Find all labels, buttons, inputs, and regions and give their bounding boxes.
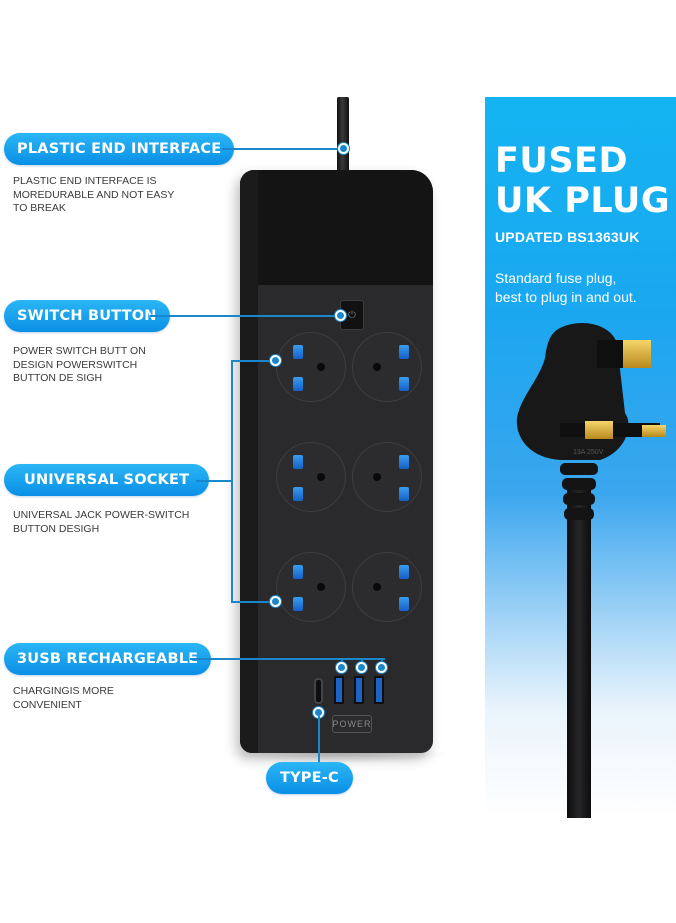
callout-bracket-top bbox=[231, 360, 275, 362]
power-icon: ⏻ bbox=[348, 309, 356, 321]
svg-text:13A 250V: 13A 250V bbox=[573, 449, 604, 456]
universal-socket-1 bbox=[276, 332, 346, 402]
callout-note-universal-socket: UNIVERSAL JACK POWER-SWITCH BUTTON DESIG… bbox=[13, 509, 190, 535]
callout-dot bbox=[270, 596, 281, 607]
strip-side bbox=[240, 170, 258, 753]
usb-a-port-2 bbox=[354, 676, 364, 704]
callout-switch-button: SWITCH BUTTON bbox=[4, 300, 170, 332]
callout-bracket-bottom bbox=[231, 601, 275, 603]
panel-description: Standard fuse plug, best to plug in and … bbox=[495, 269, 637, 307]
plastic-end-cap bbox=[240, 170, 433, 285]
callout-dot bbox=[336, 662, 347, 673]
callout-note-switch: POWER SWITCH BUTT ON DESIGN POWERSWITCH … bbox=[13, 345, 146, 384]
usb-a-port-3 bbox=[374, 676, 384, 704]
callout-3usb-rechargeable: 3USB RECHARGEABLE bbox=[4, 643, 212, 675]
universal-socket-3 bbox=[276, 442, 346, 512]
callout-dot bbox=[335, 310, 346, 321]
universal-socket-2 bbox=[352, 332, 422, 402]
callout-note-usb: CHARGINGIS MORE CONVENIENT bbox=[13, 685, 114, 711]
power-badge: POWER bbox=[332, 715, 372, 733]
callout-note-plastic-end: PLASTIC END INTERFACE IS MOREDURABLE AND… bbox=[13, 175, 175, 214]
callout-plastic-end-interface: PLASTIC END INTERFACE bbox=[4, 133, 235, 165]
panel-subtitle: UPDATED BS1363UK bbox=[495, 229, 640, 245]
usb-a-port-1 bbox=[334, 676, 344, 704]
panel-description-line1: Standard fuse plug, bbox=[495, 270, 617, 286]
callout-line bbox=[190, 658, 385, 660]
uk-plug-image: 13A 250V bbox=[516, 323, 666, 818]
panel-description-line2: best to plug in and out. bbox=[495, 289, 637, 305]
universal-socket-4 bbox=[352, 442, 422, 512]
callout-universal-socket: UNIVERSAL SOCKET bbox=[4, 464, 210, 496]
callout-line bbox=[196, 480, 232, 482]
callout-line bbox=[222, 148, 344, 150]
universal-socket-6 bbox=[352, 552, 422, 622]
callout-dot bbox=[356, 662, 367, 673]
usb-c-port bbox=[314, 678, 323, 704]
callout-dot bbox=[376, 662, 387, 673]
callout-line bbox=[150, 315, 340, 317]
panel-title: FUSED UK PLUG bbox=[495, 141, 670, 221]
universal-socket-5 bbox=[276, 552, 346, 622]
callout-bracket bbox=[231, 360, 233, 602]
panel-title-line2: UK PLUG bbox=[495, 181, 671, 221]
panel-title-line1: FUSED bbox=[495, 141, 628, 181]
callout-dot bbox=[270, 355, 281, 366]
callout-line bbox=[318, 716, 320, 764]
callout-dot bbox=[338, 143, 349, 154]
callout-type-c: TYPE-C bbox=[266, 762, 353, 794]
